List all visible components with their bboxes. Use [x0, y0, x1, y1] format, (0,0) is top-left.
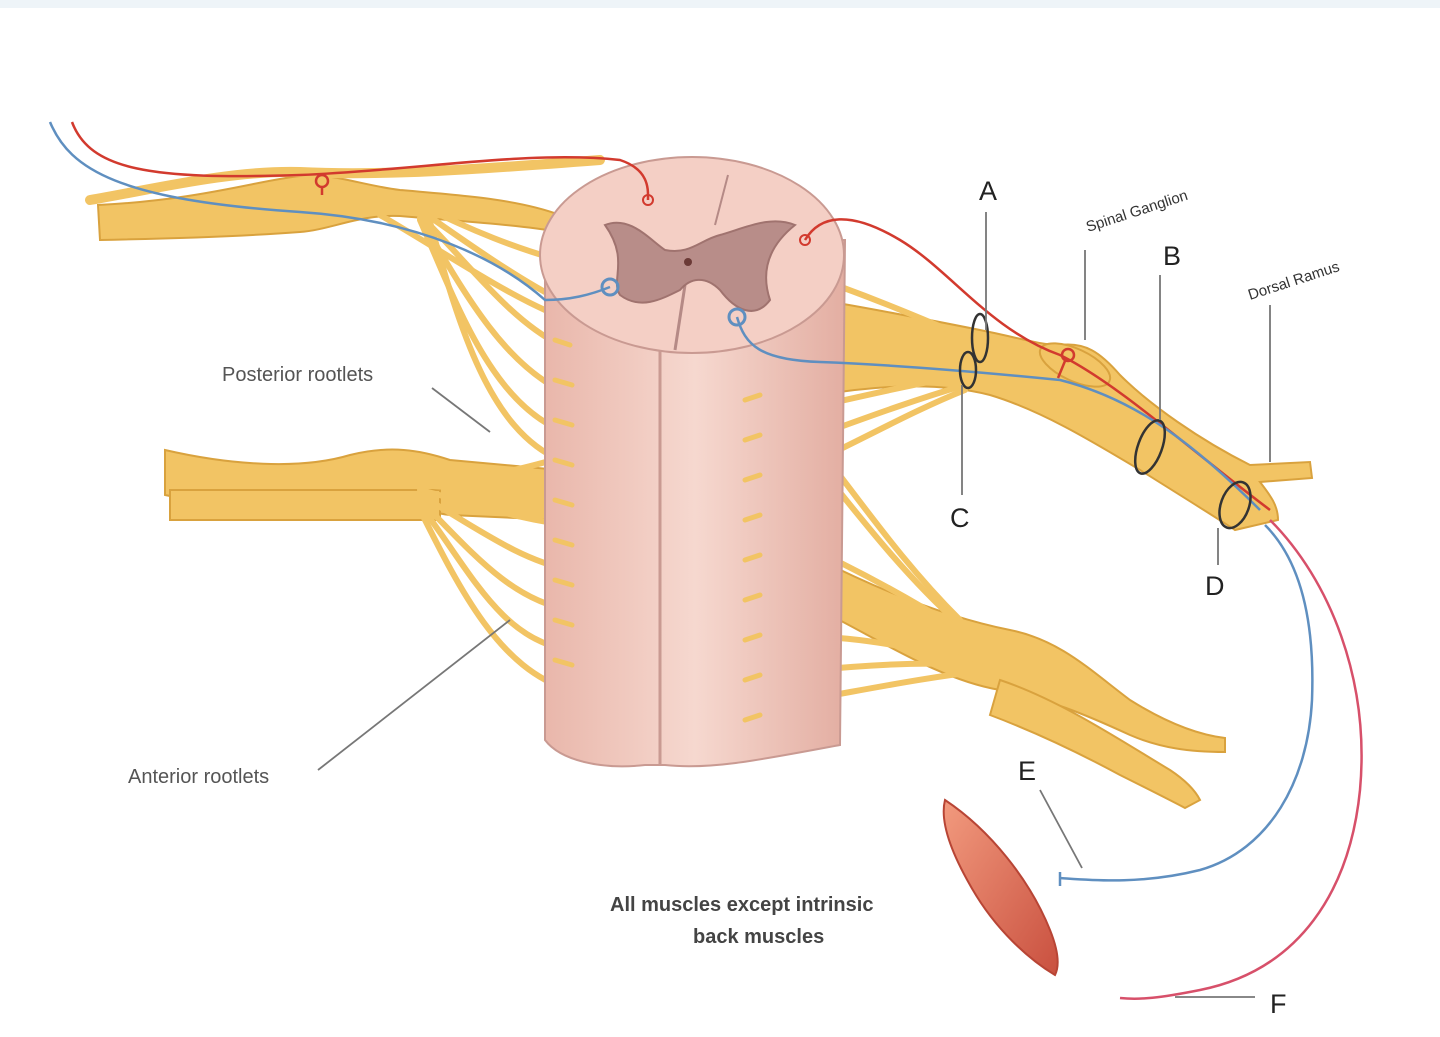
spinal-ganglion-label: Spinal Ganglion	[1084, 187, 1190, 236]
muscle-caption-line1: All muscles except intrinsic	[610, 894, 873, 916]
top-border	[0, 0, 1440, 8]
cord-rootlet-stubs	[552, 337, 763, 723]
gray-matter	[603, 220, 797, 312]
label-E: E	[1018, 756, 1036, 786]
posterior-rootlets-label: Posterior rootlets	[222, 364, 373, 386]
dorsal-ramus-label: Dorsal Ramus	[1246, 258, 1342, 304]
section-rings	[958, 312, 1252, 530]
label-B: B	[1163, 241, 1181, 271]
left-posterior-rootlets	[377, 202, 563, 463]
motor-fibers	[48, 121, 1314, 886]
anterior-rootlets-label: Anterior rootlets	[128, 766, 269, 788]
label-D: D	[1205, 571, 1225, 601]
spinal-cord	[539, 156, 847, 768]
label-C: C	[950, 503, 970, 533]
label-A: A	[979, 176, 997, 206]
muscle-caption-line2: back muscles	[693, 926, 824, 948]
label-F: F	[1270, 989, 1287, 1019]
efferent-fiber	[1119, 519, 1363, 1000]
right-spinal-nerve	[819, 298, 1314, 532]
muscle	[942, 798, 1059, 977]
leader-lines	[317, 212, 1271, 998]
